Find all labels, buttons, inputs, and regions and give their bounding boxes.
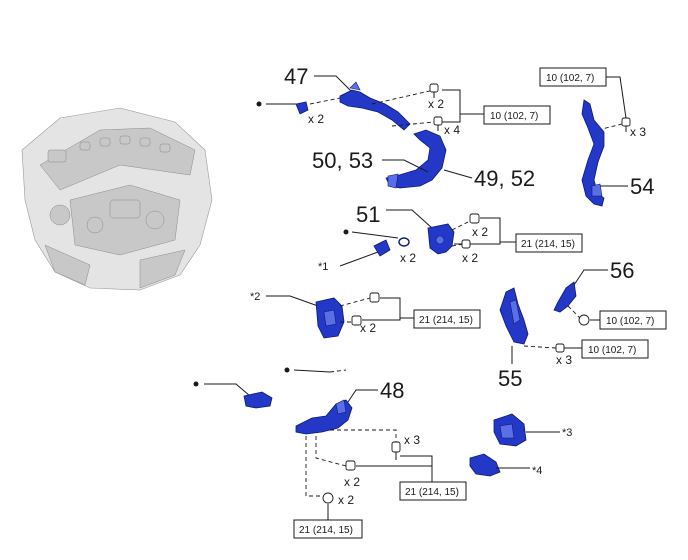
- torque-value: 21 (214, 15): [299, 525, 353, 536]
- callout-49-52: 49, 52: [474, 166, 535, 191]
- note-star3: *3: [562, 427, 572, 439]
- part-54: [581, 99, 605, 207]
- qty-x2-ring: x 2: [400, 251, 416, 265]
- note-star4: *4: [532, 465, 542, 477]
- bolt-icon: [391, 441, 401, 460]
- bolt-icon: [351, 315, 362, 326]
- part-star1: [373, 239, 391, 257]
- callout-51: 51: [356, 202, 380, 227]
- torque-value: 10 (102, 7): [490, 111, 538, 122]
- reference-dot: [284, 367, 290, 373]
- callout-47: 47: [284, 64, 308, 89]
- callout-55: 55: [498, 366, 522, 391]
- gasket-left: [295, 101, 309, 115]
- o-ring: [398, 237, 410, 247]
- qty-x3-48: x 3: [404, 433, 420, 447]
- part-star3-star4-group: *3 *4: [469, 413, 572, 477]
- callout-54: 54: [630, 174, 654, 199]
- part-51-group: 51 *1 x 2 x 2 x 2 21 (214, 15): [318, 202, 583, 273]
- bolt-icon: [345, 460, 356, 471]
- qty-x2-51b: x 2: [462, 251, 478, 265]
- note-star1: *1: [318, 261, 328, 273]
- reference-dot: [343, 229, 349, 235]
- callout-56: 56: [610, 258, 634, 283]
- bolt-icon: [322, 492, 334, 504]
- part-star4: [469, 453, 501, 477]
- note-star2: *2: [250, 291, 260, 303]
- bolt-icon: [621, 117, 631, 132]
- torque-value: 21 (214, 15): [419, 315, 473, 326]
- part-47-group: 47 x 2 x 2 x 4 10 (102, 7): [256, 64, 551, 137]
- qty-x2-star2: x 2: [360, 321, 376, 335]
- bolt-icon: [555, 343, 565, 353]
- bolt-icon: [433, 116, 443, 131]
- gasket-48: [243, 391, 273, 409]
- bolt-icon: [469, 213, 480, 224]
- callout-48: 48: [380, 378, 404, 403]
- reference-dot: [193, 381, 199, 387]
- torque-value: 10 (102, 7): [606, 316, 654, 327]
- qty-x2-top: x 2: [428, 97, 444, 111]
- part-56: [553, 281, 577, 313]
- part-49-53-group: 50, 53 49, 52: [312, 129, 535, 191]
- part-47: [339, 89, 411, 131]
- qty-x2-48a: x 2: [344, 475, 360, 489]
- qty-x3-55: x 3: [556, 353, 572, 367]
- bolt-icon: [429, 83, 439, 98]
- part-54-group: 10 (102, 7) x 3 54: [539, 67, 654, 207]
- part-55-56-group: 56 10 (102, 7) x 3 10 (102, 7) 55: [498, 258, 667, 391]
- bolt-icon: [454, 239, 471, 249]
- engine-illustration: [21, 107, 213, 291]
- qty-x2-51a: x 2: [472, 225, 488, 239]
- torque-value: 10 (102, 7): [546, 73, 594, 84]
- reference-dot: [256, 101, 262, 107]
- part-48-group: 48 x 3 x 2 21 (214, 15) x 2 21 (214, 15): [193, 367, 467, 539]
- bolt-icon: [369, 292, 380, 303]
- part-star2-group: *2 x 2 21 (214, 15): [250, 291, 481, 339]
- qty-x2-48b: x 2: [338, 493, 354, 507]
- torque-value: 21 (214, 15): [405, 487, 459, 498]
- callout-50-53: 50, 53: [312, 148, 373, 173]
- torque-value: 21 (214, 15): [521, 239, 575, 250]
- qty-x4: x 4: [444, 123, 460, 137]
- qty-x2-gasket: x 2: [308, 112, 324, 126]
- bolt-icon: [578, 314, 590, 326]
- torque-value: 10 (102, 7): [588, 345, 636, 356]
- qty-x3-54: x 3: [630, 125, 646, 139]
